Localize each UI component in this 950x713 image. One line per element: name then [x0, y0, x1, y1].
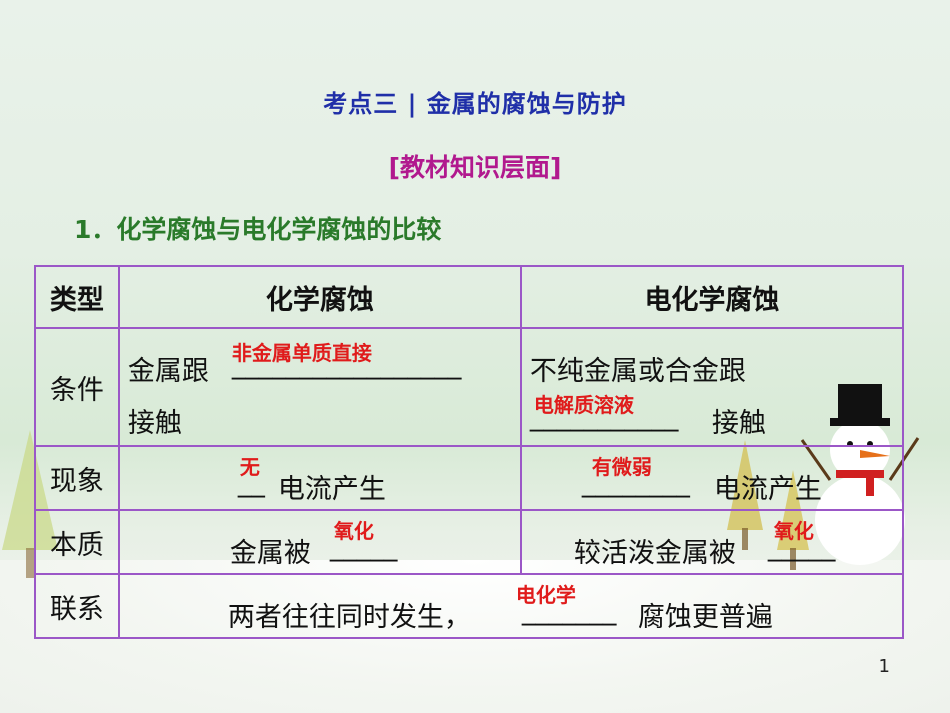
- row-label-essence: 本质: [34, 509, 120, 575]
- blank-phenomenon-chemical: __: [237, 467, 265, 498]
- cell-phenomenon-electrochemical: 有微弱 ________ 电流产生: [519, 445, 905, 511]
- answer-condition-chemical: 非金属单质直接: [231, 341, 372, 365]
- table-row-relation: 联系 两者往往同时发生， 电化学 _______ 腐蚀更普遍: [34, 573, 905, 639]
- page-title: 考点三 | 金属的腐蚀与防护: [323, 90, 627, 118]
- text-condition-electro-suffix: 接触: [711, 408, 766, 439]
- blank-condition-chemical: _________________: [231, 349, 462, 380]
- table-row-condition: 条件 非金属单质直接 金属跟 _________________ 接触 不纯金属…: [34, 327, 905, 447]
- text-condition-electro-line1: 不纯金属或合金跟: [529, 356, 746, 387]
- row-label-phenomenon: 现象: [34, 445, 120, 511]
- text-condition-chemical-suffix: 接触: [127, 408, 182, 439]
- header-electrochemical-corrosion: 电化学腐蚀: [519, 265, 905, 329]
- text-phenomenon-chemical-suffix: 电流产生: [277, 474, 386, 505]
- answer-essence-electro: 氧化: [773, 519, 814, 543]
- section-heading: 1．化学腐蚀与电化学腐蚀的比较: [74, 215, 442, 244]
- cell-relation: 两者往往同时发生， 电化学 _______ 腐蚀更普遍: [117, 573, 905, 639]
- cell-condition-electrochemical: 不纯金属或合金跟 电解质溶液 ___________ 接触: [519, 327, 905, 447]
- answer-phenomenon-chemical: 无: [239, 455, 260, 479]
- row-label-condition: 条件: [34, 327, 120, 447]
- text-phenomenon-electro-suffix: 电流产生: [713, 474, 822, 505]
- blank-essence-chemical: _____: [329, 531, 398, 562]
- blank-essence-electro: _____: [767, 531, 836, 562]
- answer-condition-electro: 电解质溶液: [533, 393, 634, 417]
- table-row-phenomenon: 现象 无 __ 电流产生 有微弱 ________ 电流产生: [34, 445, 905, 511]
- comparison-table: 类型 化学腐蚀 电化学腐蚀 条件 非金属单质直接 金属跟 ___________…: [34, 265, 905, 639]
- cell-essence-electrochemical: 较活泼金属被 氧化 _____: [519, 509, 905, 575]
- blank-relation: _______: [521, 595, 617, 626]
- cell-essence-chemical: 金属被 氧化 _____: [117, 509, 522, 575]
- blank-phenomenon-electro: ________: [581, 467, 690, 498]
- answer-phenomenon-electro: 有微弱: [591, 455, 652, 479]
- text-relation-prefix: 两者往往同时发生，: [227, 602, 471, 633]
- text-relation-suffix: 腐蚀更普遍: [637, 602, 773, 633]
- row-label-relation: 联系: [34, 573, 120, 639]
- text-essence-electro-prefix: 较活泼金属被: [573, 538, 736, 569]
- page-number: 1: [878, 656, 890, 677]
- section-subtitle: [教材知识层面]: [388, 153, 562, 182]
- answer-relation: 电化学: [515, 583, 576, 607]
- table-header-row: 类型 化学腐蚀 电化学腐蚀: [34, 265, 905, 329]
- blank-condition-electro: ___________: [529, 401, 679, 432]
- table-row-essence: 本质 金属被 氧化 _____ 较活泼金属被 氧化 _____: [34, 509, 905, 575]
- header-chemical-corrosion: 化学腐蚀: [117, 265, 522, 329]
- text-essence-chemical-prefix: 金属被: [229, 538, 311, 569]
- answer-essence-chemical: 氧化: [333, 519, 374, 543]
- text-condition-chemical-prefix: 金属跟: [127, 356, 209, 387]
- cell-condition-chemical: 非金属单质直接 金属跟 _________________ 接触: [117, 327, 522, 447]
- cell-phenomenon-chemical: 无 __ 电流产生: [117, 445, 522, 511]
- header-type: 类型: [34, 265, 120, 329]
